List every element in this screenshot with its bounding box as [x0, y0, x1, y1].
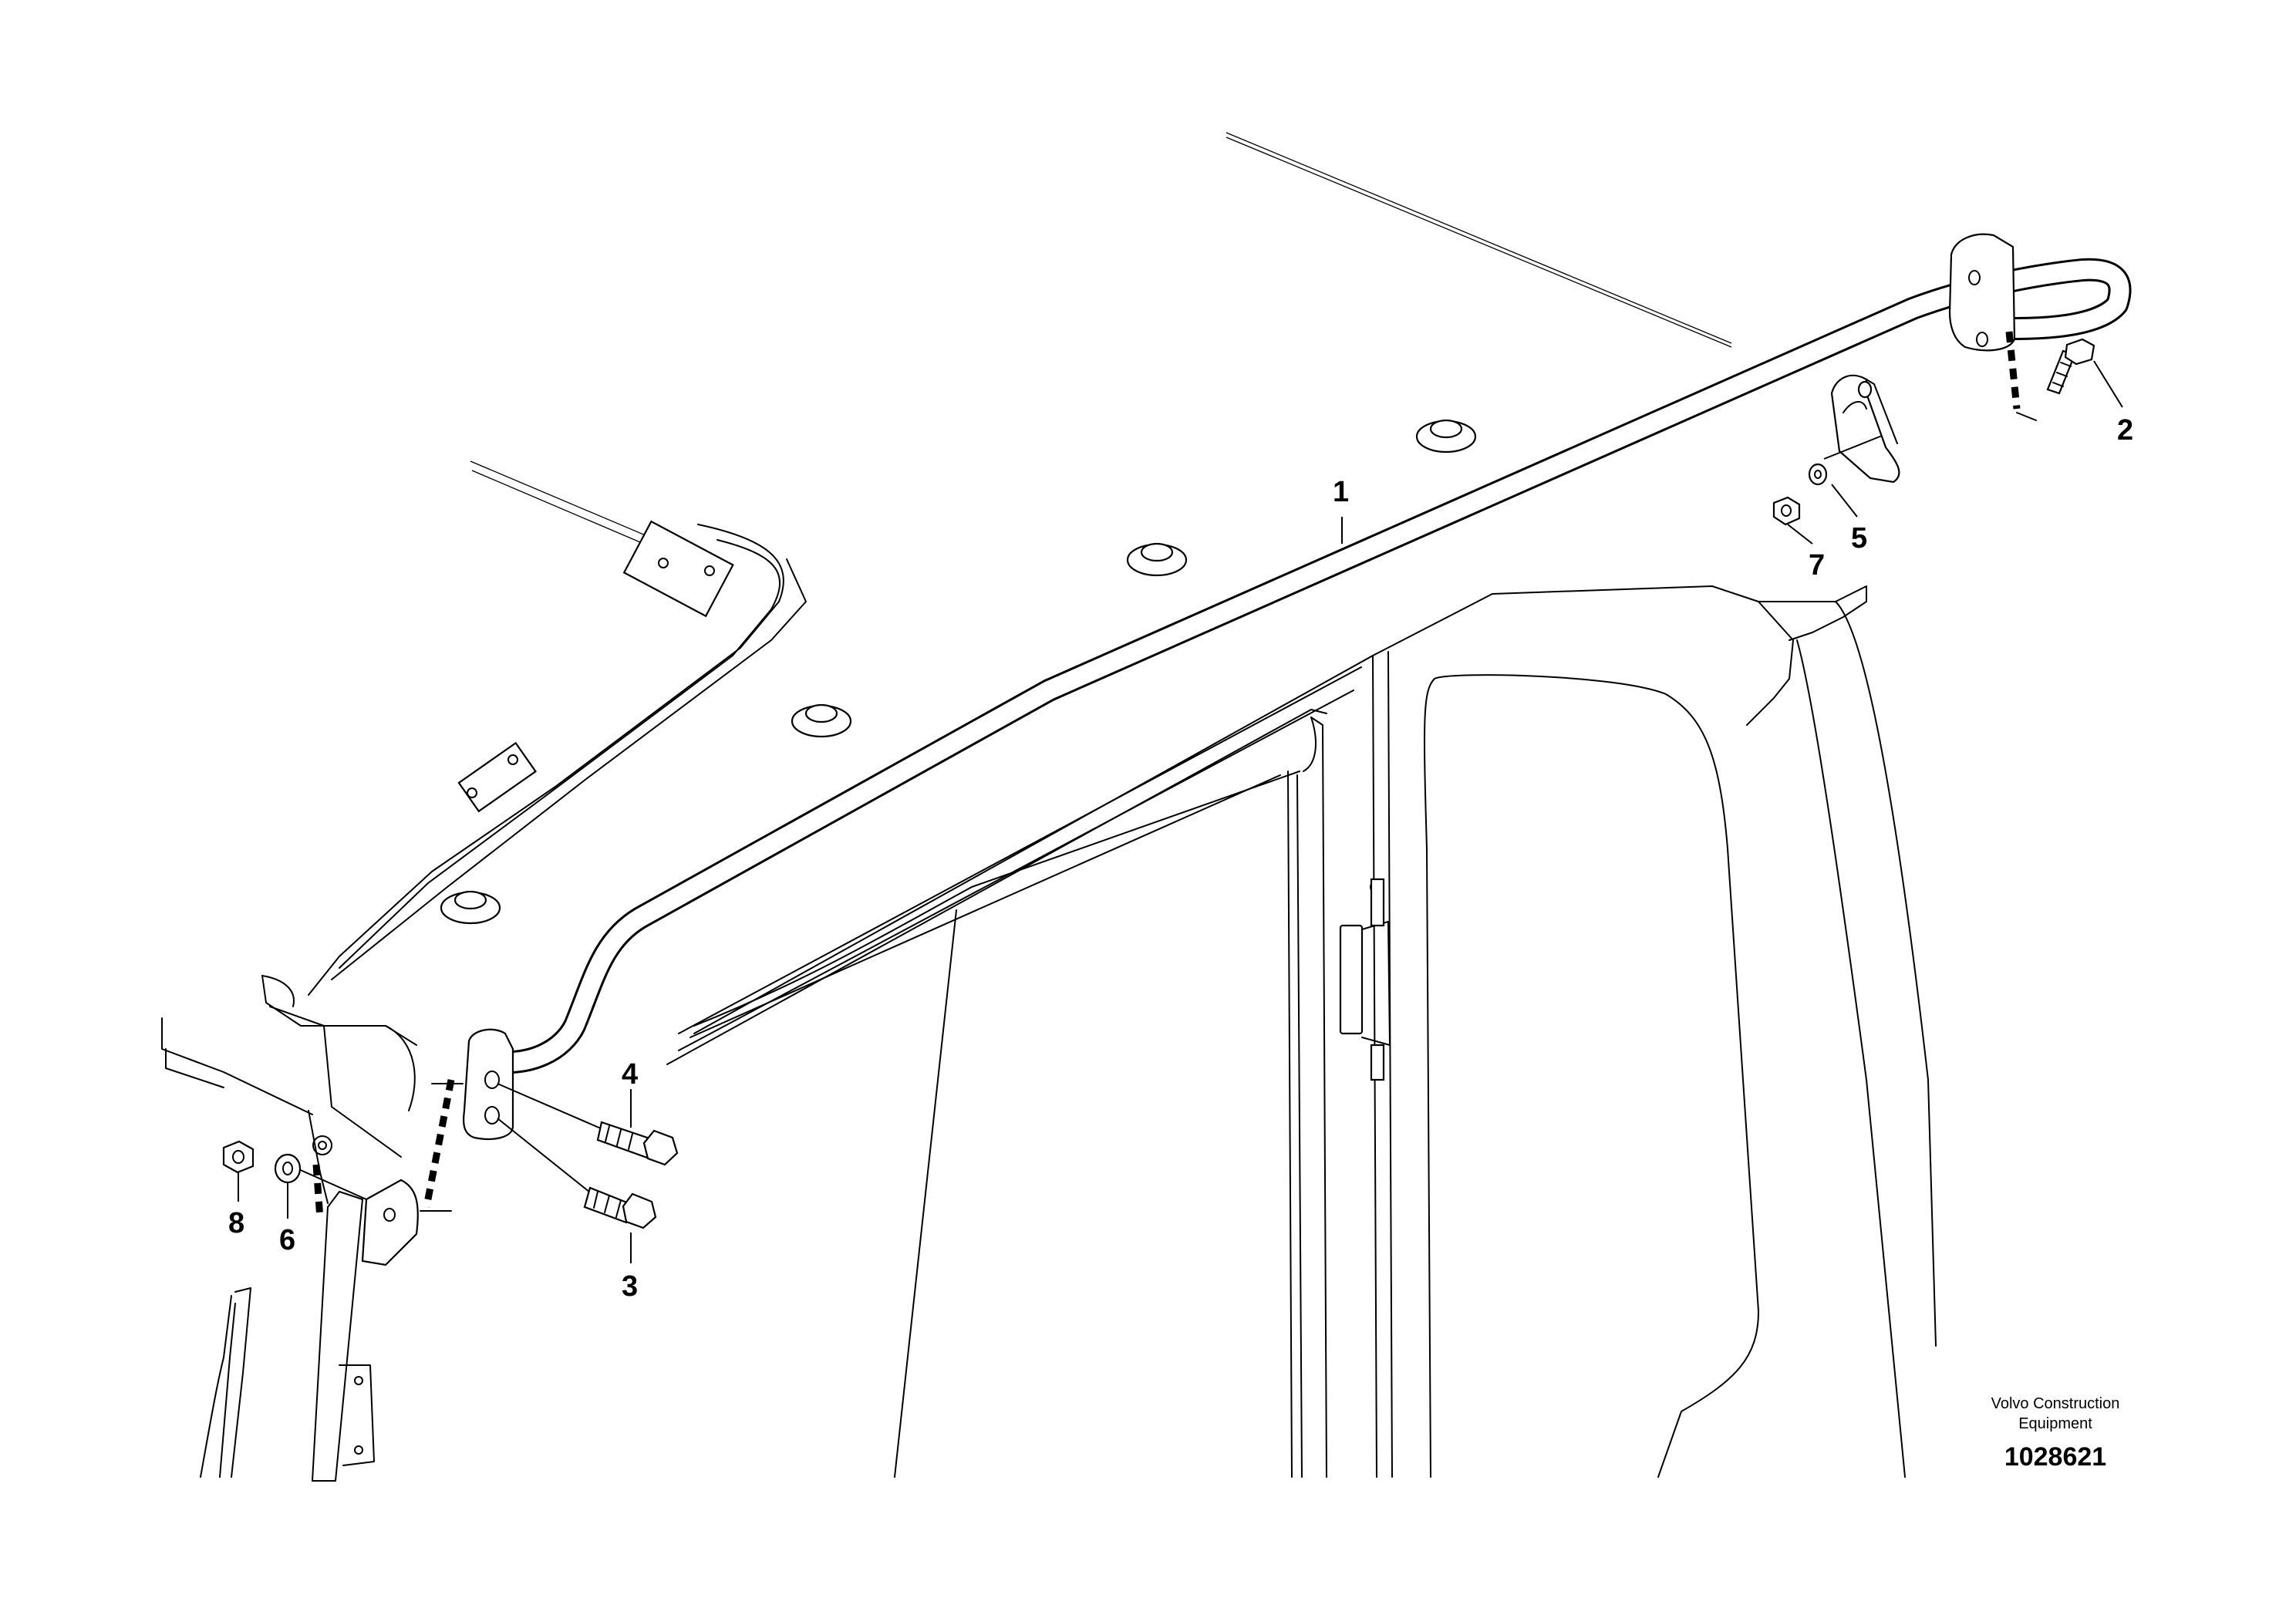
- washer-part-6: [274, 1153, 367, 1200]
- roof-bolt: [1126, 542, 1188, 577]
- handrail-part-1: [462, 233, 2132, 1140]
- callout-8: 8: [228, 1207, 244, 1239]
- bolt-part-2: [2046, 338, 2095, 395]
- roof-edge-trim: [308, 520, 807, 996]
- roof-bolts: [440, 419, 1477, 925]
- roof-bolt: [791, 703, 852, 738]
- cab-front-body: [666, 585, 1937, 1478]
- callout-2: 2: [2117, 414, 2133, 447]
- bolt-part-3: [497, 1118, 657, 1229]
- bolt-part-4: [497, 1083, 679, 1166]
- front-left-corner: [161, 975, 417, 1204]
- cab-roof: [470, 132, 1732, 568]
- nut-part-8: [222, 1140, 255, 1174]
- reference-number: 1028621: [2004, 1442, 2106, 1472]
- callout-1: 1: [1333, 476, 1349, 508]
- callout-7: 7: [1809, 549, 1825, 582]
- drawing-credit: Volvo Construction Equipment 1028621: [1991, 1395, 2120, 1472]
- rear-mount-plate: [312, 1135, 419, 1266]
- right-clamp: [1830, 374, 1900, 484]
- callout-6: 6: [279, 1224, 295, 1256]
- roof-bolt: [440, 890, 501, 925]
- callout-5: 5: [1851, 522, 1867, 555]
- callout-labels: 1 2 5 7 4 3 6 8: [228, 414, 2133, 1303]
- roof-bolt: [1415, 419, 1477, 454]
- assembly-lines: [312, 331, 2037, 1219]
- callout-leaders: [238, 360, 2123, 1263]
- callout-3: 3: [622, 1270, 638, 1303]
- wiper-arm: [200, 1191, 375, 1482]
- washer-part-5: [1808, 435, 1883, 486]
- callout-4: 4: [622, 1058, 638, 1091]
- nut-part-7: [1772, 496, 1801, 526]
- credit-line-1: Volvo Construction: [1991, 1395, 2120, 1412]
- credit-line-2: Equipment: [2018, 1415, 2092, 1432]
